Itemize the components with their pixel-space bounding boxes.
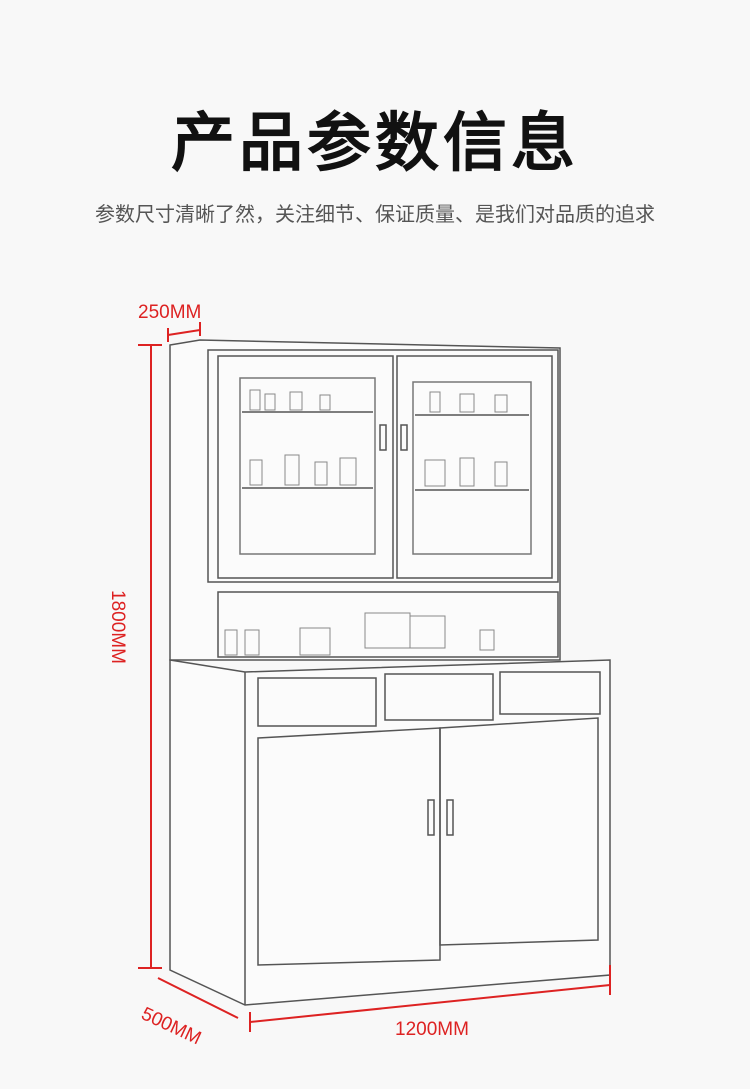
cabinet-drawing bbox=[169, 339, 611, 1006]
dimension-lines bbox=[138, 322, 611, 1032]
depth-top-label: 250MM bbox=[138, 302, 201, 323]
depth-bottom-label: 500MM bbox=[138, 1003, 204, 1049]
page-subtitle: 参数尺寸清晰了然，关注细节、保证质量、是我们对品质的追求 bbox=[95, 202, 655, 226]
page-title: 产品参数信息 bbox=[171, 107, 579, 181]
width-label: 1200MM bbox=[395, 1019, 469, 1040]
height-label: 1800MM bbox=[107, 590, 128, 664]
